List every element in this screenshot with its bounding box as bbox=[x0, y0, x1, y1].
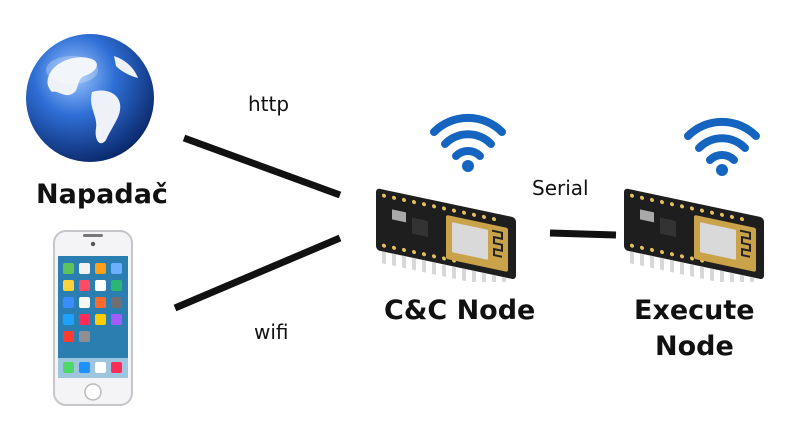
globe-icon bbox=[22, 30, 158, 166]
attacker-label: Napadač bbox=[36, 179, 168, 210]
execute-node-board-icon bbox=[616, 172, 776, 282]
wifi-label: wifi bbox=[254, 320, 289, 344]
cc-node-board-icon bbox=[368, 172, 528, 282]
smartphone-icon bbox=[53, 230, 133, 406]
serial-line bbox=[549, 229, 617, 239]
cc-node-label: C&C Node bbox=[384, 295, 536, 326]
http-label: http bbox=[248, 92, 290, 116]
execute-node-label-line1: Execute bbox=[634, 295, 755, 326]
execute-node-label-line2: Node bbox=[655, 331, 734, 362]
wifi-line bbox=[173, 234, 342, 312]
serial-label: Serial bbox=[532, 176, 589, 200]
http-line bbox=[182, 134, 342, 199]
wifi-signal-icon bbox=[430, 108, 506, 174]
wifi-signal-icon bbox=[684, 112, 760, 178]
